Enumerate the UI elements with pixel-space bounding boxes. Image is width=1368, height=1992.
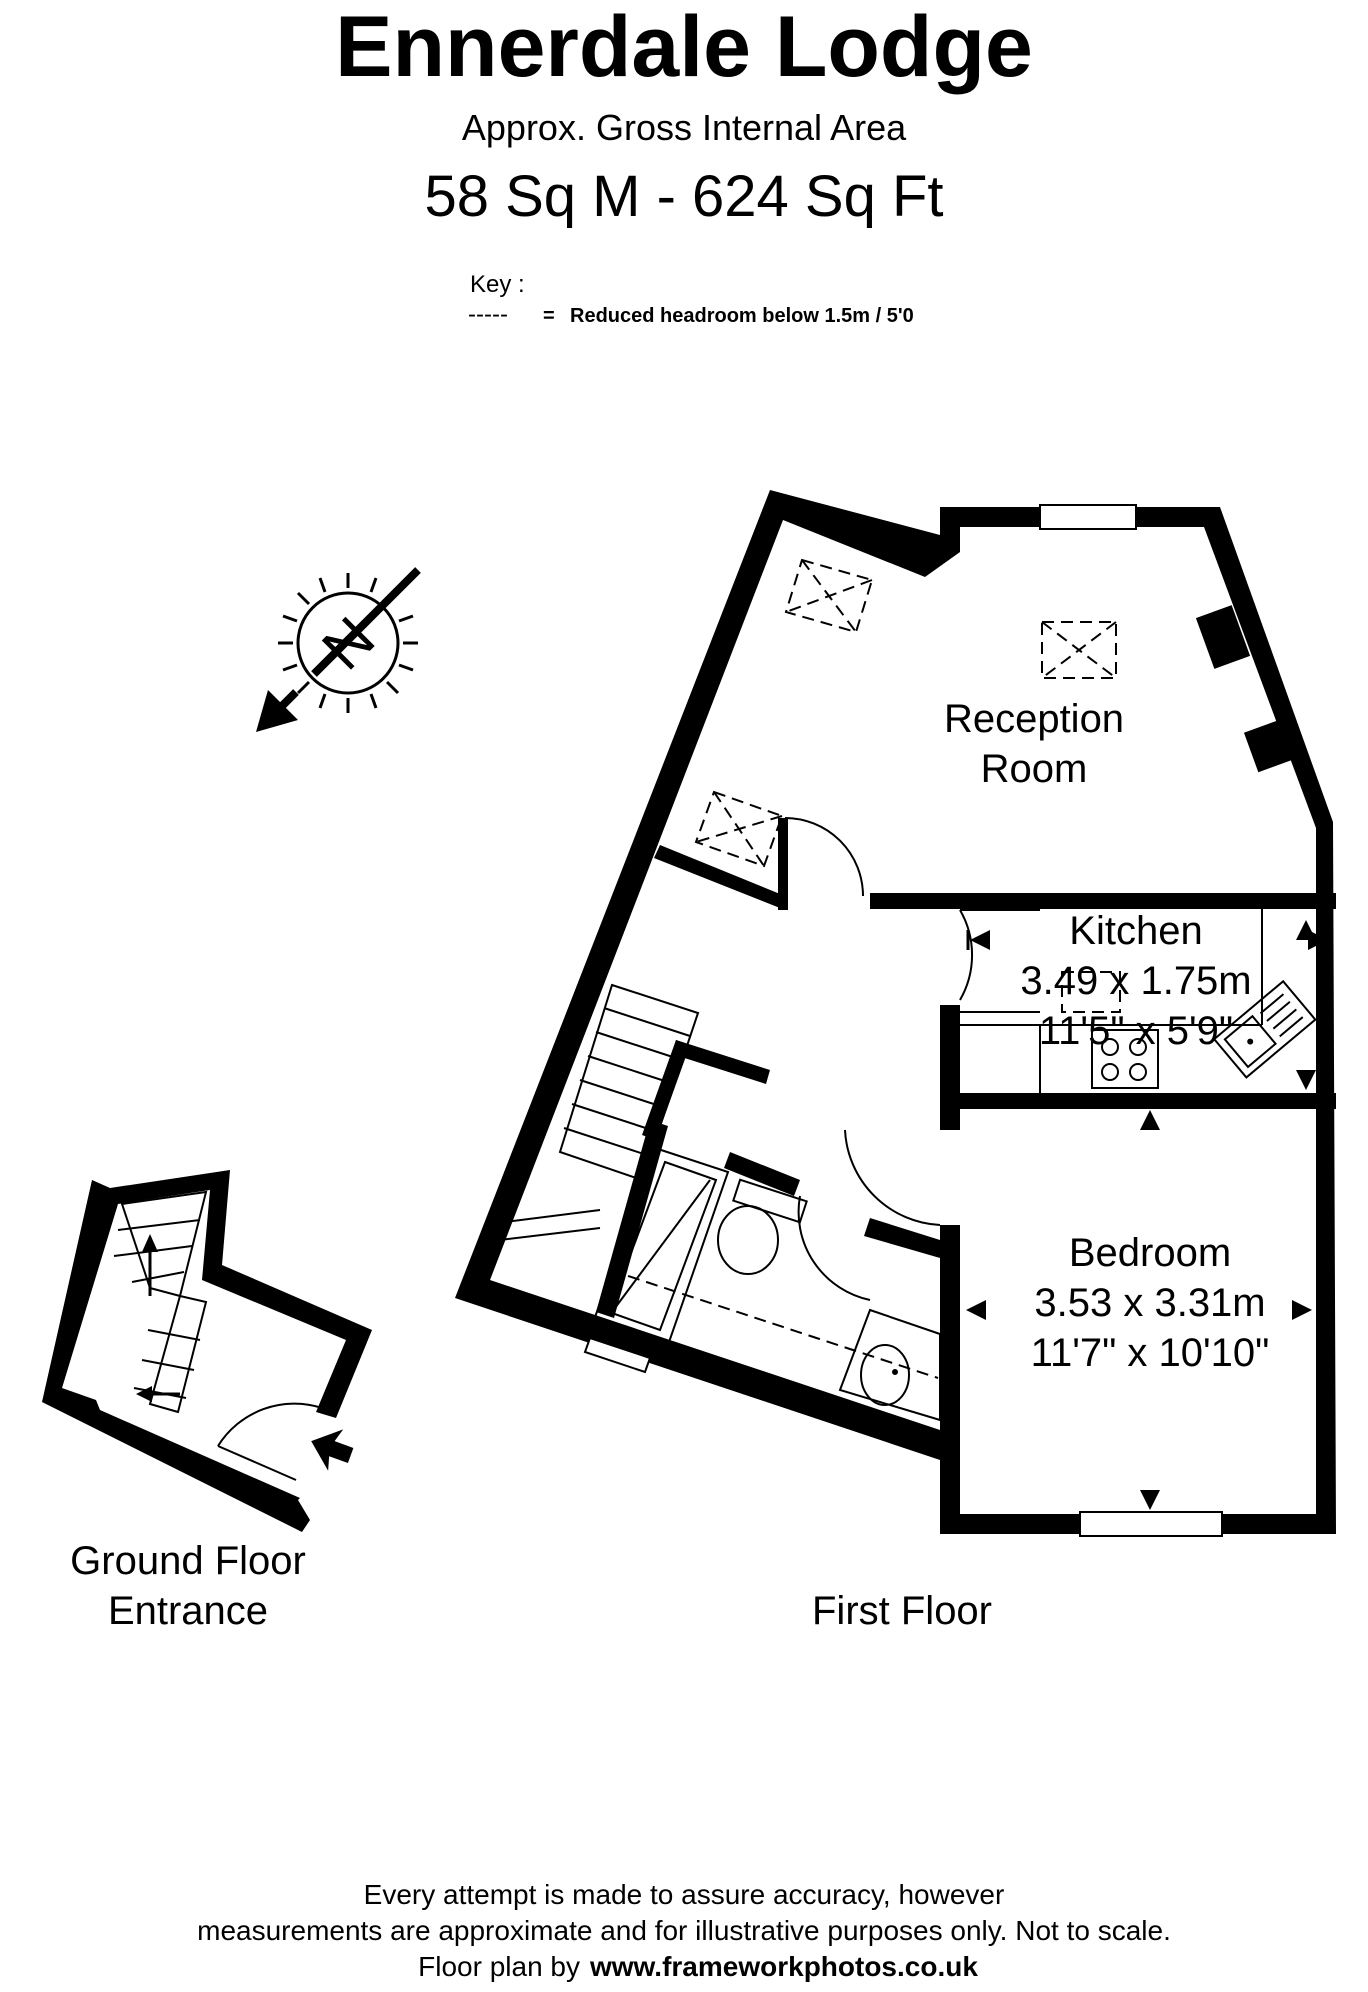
door-kitchen xyxy=(959,909,974,1001)
kitchen-label: Kitchen xyxy=(1069,909,1202,953)
first-floor-plan: Reception Room Kitchen 3.49 x 1.75m 11'5… xyxy=(455,490,1336,1537)
credit-link[interactable]: www.frameworkphotos.co.uk xyxy=(589,1951,978,1982)
washbasin xyxy=(838,1308,941,1422)
toilet xyxy=(717,1178,808,1275)
stair-arrow-up-icon xyxy=(142,1234,158,1252)
door-bathroom xyxy=(797,1195,871,1301)
entrance-door-threshold xyxy=(217,1445,297,1481)
north-compass-icon: N xyxy=(256,567,421,732)
ground-floor-plan xyxy=(42,1170,372,1532)
wall-reception-kitchen xyxy=(870,893,1336,909)
key-description: Reduced headroom below 1.5m / 5'0 xyxy=(570,305,914,327)
wall-bathroom-east xyxy=(864,1218,940,1258)
skylight-reception-3 xyxy=(694,790,784,868)
kitchen-worktop xyxy=(960,909,1263,1093)
dimension-arrows xyxy=(966,920,1328,1510)
wall-reception-landing xyxy=(654,845,785,910)
window-bottom xyxy=(1079,1511,1223,1537)
door-bedroom xyxy=(844,1129,941,1226)
key-symbol: ----- xyxy=(468,301,508,328)
bedroom-imperial: 11'7" x 10'10" xyxy=(1031,1331,1270,1375)
credit-prefix: Floor plan by xyxy=(418,1951,580,1982)
chimney-breast xyxy=(1195,605,1251,669)
first-floor-label: First Floor xyxy=(812,1589,992,1633)
reduced-headroom-line-bath xyxy=(609,1269,939,1379)
sink-icon xyxy=(1212,979,1317,1079)
wall-bathroom-west xyxy=(596,1120,668,1318)
wall-reception-stub xyxy=(778,818,788,910)
wall-bedroom-west xyxy=(940,1225,960,1520)
wall-bathroom-top xyxy=(724,1152,800,1196)
chimney-breast-lower xyxy=(1243,719,1295,773)
area-caption: Approx. Gross Internal Area xyxy=(462,107,907,148)
area-figures: 58 Sq M - 624 Sq Ft xyxy=(424,164,943,229)
bathtub xyxy=(583,1146,730,1374)
door-reception xyxy=(784,817,864,897)
wall-stair-top xyxy=(672,1040,770,1084)
entrance-staircase xyxy=(113,1190,208,1414)
wall-kitchen-bedroom xyxy=(940,1093,1336,1109)
disclaimer-line1: Every attempt is made to assure accuracy… xyxy=(364,1879,1005,1910)
window-top xyxy=(1039,504,1137,530)
outer-wall xyxy=(455,490,1336,1534)
hob-icon xyxy=(1091,1029,1159,1089)
reception-label-line2: Room xyxy=(981,747,1088,791)
key-equals: = xyxy=(543,305,555,327)
skylight-reception-2 xyxy=(1041,621,1117,679)
stair-arrow-left-icon xyxy=(136,1386,152,1402)
kitchen-metric: 3.49 x 1.75m xyxy=(1020,959,1251,1003)
wall-kitchen-west xyxy=(940,1005,960,1130)
plan-title: Ennerdale Lodge xyxy=(335,0,1033,95)
bedroom-metric: 3.53 x 3.31m xyxy=(1034,1281,1265,1325)
bedroom-label: Bedroom xyxy=(1069,1231,1231,1275)
reception-label-line1: Reception xyxy=(944,697,1124,741)
kitchen-skylight xyxy=(1061,971,1121,1013)
staircase xyxy=(499,983,700,1241)
entrance-outer-wall xyxy=(42,1170,372,1532)
kitchen-imperial: 11'5" x 5'9" xyxy=(1039,1009,1233,1053)
key-label: Key : xyxy=(470,271,525,298)
disclaimer-line2: measurements are approximate and for ill… xyxy=(197,1915,1171,1946)
entrance-arrow-icon xyxy=(311,1429,354,1471)
entrance-door xyxy=(217,1402,323,1447)
ground-floor-label-line1: Ground Floor xyxy=(70,1539,306,1583)
skylight-reception-1 xyxy=(784,558,874,634)
wall-stair-side xyxy=(642,1040,690,1140)
ground-floor-label-line2: Entrance xyxy=(108,1589,268,1633)
